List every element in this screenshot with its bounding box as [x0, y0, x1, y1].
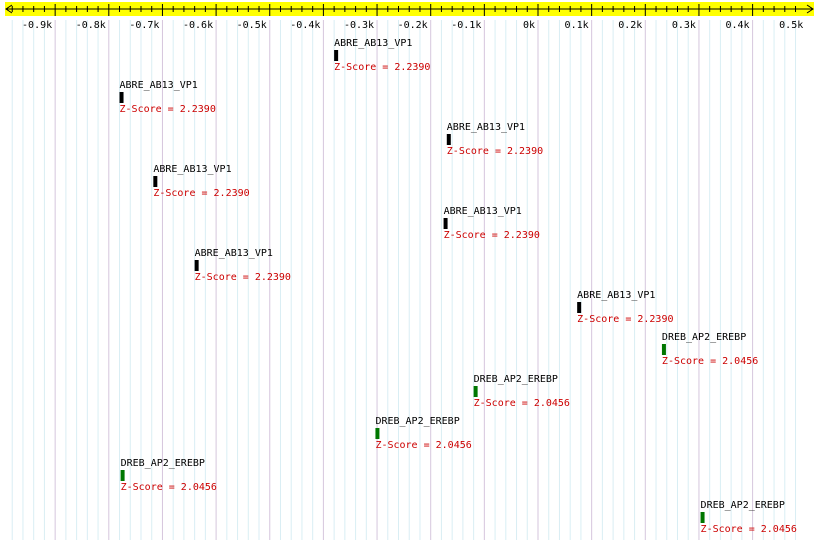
site-name: DREB_AP2_EREBP: [474, 374, 558, 385]
tick-label: 0.4k: [726, 20, 750, 31]
binding-site: DREB_AP2_EREBP Z-Score = 2.0456: [375, 416, 472, 451]
site-marker: [153, 176, 158, 187]
site-name: DREB_AP2_EREBP: [662, 332, 746, 343]
position-ruler: [5, 2, 814, 16]
site-score: Z-Score = 2.0456: [662, 356, 758, 367]
binding-site: DREB_AP2_EREBP Z-Score = 2.0456: [700, 500, 797, 535]
site-marker: [334, 50, 339, 61]
site-marker: [120, 470, 125, 481]
tick-label: -0.7k: [129, 20, 159, 31]
site-marker: [473, 386, 478, 397]
site-name: DREB_AP2_EREBP: [701, 500, 785, 511]
site-marker: [577, 302, 582, 313]
site-name: ABRE_AB13_VP1: [334, 38, 412, 49]
site-score: Z-Score = 2.2390: [444, 230, 540, 241]
right-arrow-icon: [806, 4, 814, 14]
binding-site: DREB_AP2_EREBP Z-Score = 2.0456: [120, 458, 217, 493]
site-marker: [700, 512, 705, 523]
site-name: ABRE_AB13_VP1: [195, 248, 273, 259]
binding-site: DREB_AP2_EREBP Z-Score = 2.0456: [661, 332, 758, 367]
site-score: Z-Score = 2.2390: [120, 104, 216, 115]
site-score: Z-Score = 2.2390: [195, 272, 291, 283]
tick-label: 0k: [523, 20, 535, 31]
tick-label: 0.3k: [672, 20, 696, 31]
tick-label: 0.5k: [779, 20, 803, 31]
site-name: ABRE_AB13_VP1: [577, 290, 655, 301]
grid-lines: [11, 20, 797, 540]
site-marker: [443, 218, 448, 229]
tick-label: -0.9k: [22, 20, 52, 31]
site-marker: [661, 344, 666, 355]
tick-label: -0.2k: [398, 20, 428, 31]
site-marker: [375, 428, 380, 439]
site-name: DREB_AP2_EREBP: [375, 416, 459, 427]
tick-label: -0.8k: [76, 20, 106, 31]
site-name: DREB_AP2_EREBP: [121, 458, 205, 469]
tick-label: -0.1k: [451, 20, 481, 31]
site-marker: [446, 134, 451, 145]
site-score: Z-Score = 2.0456: [701, 524, 797, 535]
site-score: Z-Score = 2.2390: [577, 314, 673, 325]
site-score: Z-Score = 2.2390: [334, 62, 430, 73]
site-score: Z-Score = 2.0456: [375, 440, 471, 451]
tick-label: -0.6k: [183, 20, 213, 31]
site-marker: [194, 260, 199, 271]
left-arrow-icon: [5, 4, 13, 14]
site-name: ABRE_AB13_VP1: [444, 206, 522, 217]
tick-label: -0.3k: [344, 20, 374, 31]
site-score: Z-Score = 2.2390: [447, 146, 543, 157]
tick-label: -0.5k: [237, 20, 267, 31]
site-score: Z-Score = 2.2390: [153, 188, 249, 199]
site-marker: [119, 92, 124, 103]
site-score: Z-Score = 2.0456: [121, 482, 217, 493]
tick-label: 0.2k: [618, 20, 642, 31]
ruler-tick-labels: -0.9k -0.8k -0.7k -0.6k -0.5k -0.4k -0.3k -0.2k…: [22, 20, 803, 31]
site-name: ABRE_AB13_VP1: [120, 80, 198, 91]
site-score: Z-Score = 2.0456: [474, 398, 570, 409]
binding-site: DREB_AP2_EREBP Z-Score = 2.0456: [473, 374, 570, 409]
site-name: ABRE_AB13_VP1: [153, 164, 231, 175]
tick-label: 0.1k: [565, 20, 589, 31]
site-name: ABRE_AB13_VP1: [447, 122, 525, 133]
tick-label: -0.4k: [290, 20, 320, 31]
